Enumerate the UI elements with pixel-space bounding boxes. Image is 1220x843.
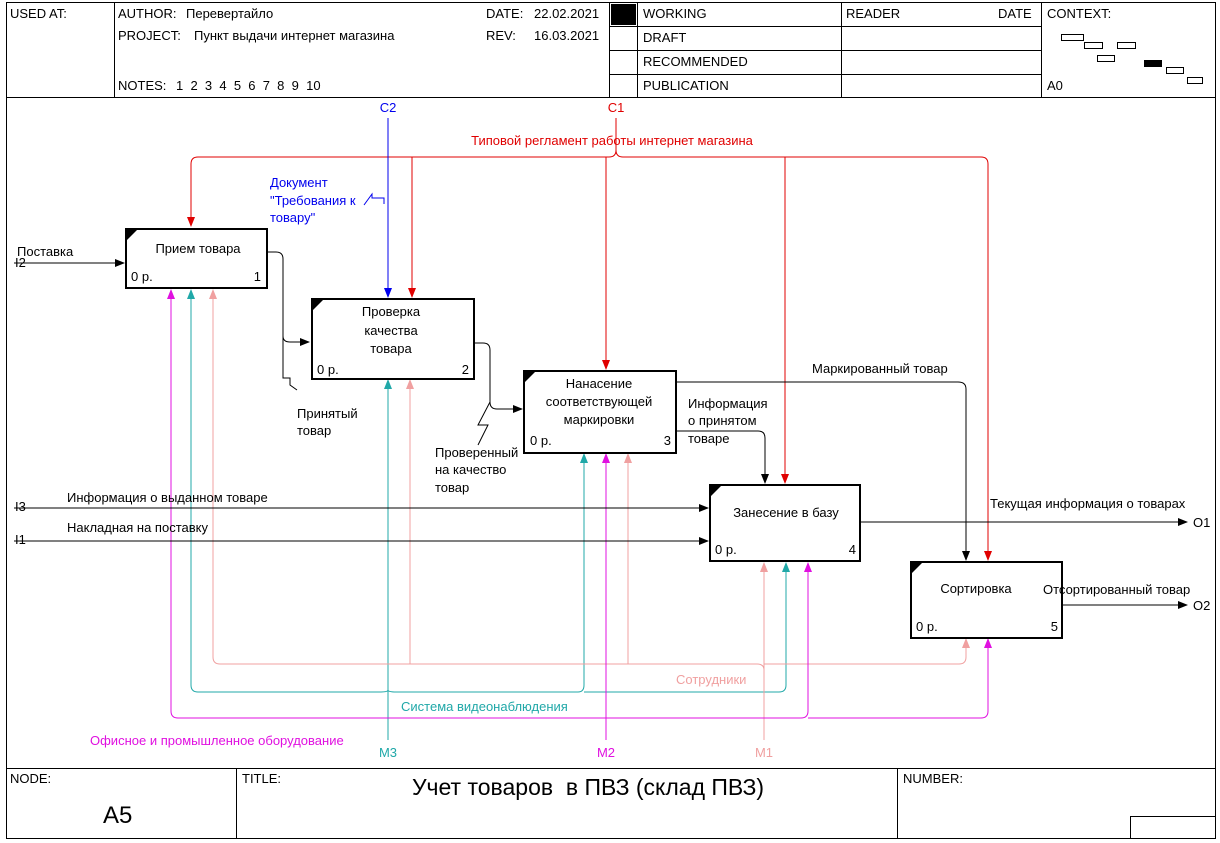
reader-date-label: DATE: [998, 6, 1032, 21]
box-3-label-line-3: маркировки: [564, 412, 635, 427]
header: [6, 3, 1215, 98]
activity-box-4[interactable]: Занесение в базу 0 р. 4: [709, 484, 861, 562]
title-label: TITLE:: [242, 771, 281, 786]
activity-box-1[interactable]: Прием товара 0 р. 1: [125, 228, 268, 289]
author-value: Перевертайло: [186, 6, 273, 21]
box-3-number: 3: [664, 433, 671, 448]
box-2-number: 2: [462, 362, 469, 377]
rev-label: REV:: [486, 28, 516, 43]
status-publication: PUBLICATION: [643, 78, 729, 93]
box-3-cost: 0 р.: [530, 433, 552, 448]
box-4-cost: 0 р.: [715, 542, 737, 557]
project-value: Пункт выдачи интернет магазина: [194, 28, 395, 43]
o2-code: O2: [1193, 598, 1210, 613]
i3-code: I3: [15, 499, 26, 514]
context-node: A0: [1047, 78, 1063, 93]
project-label: PROJECT:: [118, 28, 181, 43]
activity-box-2[interactable]: Проверка качества товара 0 р. 2: [311, 298, 475, 380]
m2-code: M2: [597, 745, 615, 760]
accepted-label-line-2: товар: [297, 423, 331, 438]
info-issued-label: Информация о выданном товаре: [67, 490, 268, 505]
context-thumbnail: [1061, 34, 1203, 84]
sorted-label: Отсортированный товар: [1043, 582, 1190, 597]
checked-label-line-2: на качество: [435, 462, 506, 477]
reader-label: READER: [846, 6, 900, 21]
context-label: CONTEXT:: [1047, 6, 1111, 21]
diagram-title: Учет товаров в ПВЗ (склад ПВЗ): [412, 774, 764, 800]
checked-label-line-3: товар: [435, 480, 469, 495]
box-5-cost: 0 р.: [916, 619, 938, 634]
video-label: Система видеонаблюдения: [401, 699, 568, 714]
accepted-label-line-1: Принятый: [297, 406, 358, 421]
mechanism-arrows-m1: [209, 289, 970, 740]
control-arrow-c2: [363, 118, 392, 298]
doc-label-line-3: товару": [270, 210, 316, 225]
c2-code: C2: [380, 100, 397, 115]
date-label: DATE:: [486, 6, 523, 21]
box-5-number: 5: [1051, 619, 1058, 634]
box-5-label: Сортировка: [940, 581, 1012, 596]
number-label: NUMBER:: [903, 771, 963, 786]
marked-goods-label: Маркированный товар: [812, 361, 948, 376]
activity-box-3[interactable]: Нанасение соответствующей маркировки 0 р…: [523, 370, 677, 454]
used-at-label: USED AT:: [10, 6, 67, 21]
activity-box-5[interactable]: Сортировка 0 р. 5: [910, 561, 1063, 639]
info-accepted-label-line-3: товаре: [688, 431, 730, 446]
current-info-label: Текущая информация о товарах: [990, 496, 1186, 511]
notes-value: 1 2 3 4 5 6 7 8 9 10: [176, 78, 321, 93]
doc-label-line-1: Документ: [270, 175, 328, 190]
mechanism-arrows-m2: [167, 289, 992, 740]
footer: [6, 768, 1216, 839]
date-value: 22.02.2021: [534, 6, 599, 21]
o1-code: O1: [1193, 515, 1210, 530]
page-frame: [6, 2, 1216, 839]
m3-code: M3: [379, 745, 397, 760]
box-2-label-line-1: Проверка: [362, 304, 421, 319]
i2-code: I2: [15, 255, 26, 270]
rev-value: 16.03.2021: [534, 28, 599, 43]
invoice-label: Накладная на поставку: [67, 520, 208, 535]
postavka-label: Поставка: [17, 244, 74, 259]
control-arrows-c1: [187, 118, 992, 561]
status-working: WORKING: [643, 6, 707, 21]
doc-label-line-2: "Требования к: [270, 193, 356, 208]
checked-label-line-1: Проверенный: [435, 445, 518, 460]
working-marker: [611, 4, 636, 25]
notes-label: NOTES:: [118, 78, 166, 93]
staff-label: Сотрудники: [676, 672, 746, 687]
box-2-cost: 0 р.: [317, 362, 339, 377]
status-recommended: RECOMMENDED: [643, 54, 748, 69]
c1-code: C1: [608, 100, 625, 115]
box-3-label-line-1: Нанасение: [566, 376, 632, 391]
box-4-number: 4: [849, 542, 856, 557]
m1-code: M1: [755, 745, 773, 760]
flow-arrows: [14, 251, 1188, 609]
info-accepted-label-line-1: Информация: [688, 396, 768, 411]
info-accepted-label-line-2: о принятом: [688, 413, 757, 428]
control-regulation-label: Типовой регламент работы интернет магази…: [471, 133, 754, 148]
mechanism-arrows-m3: [187, 289, 790, 740]
equipment-label: Офисное и промышленное оборудование: [90, 733, 344, 748]
box-1-label: Прием товара: [155, 241, 241, 256]
box-2-label-line-3: товара: [370, 341, 412, 356]
author-label: AUTHOR:: [118, 6, 177, 21]
i1-code: I1: [15, 532, 26, 547]
box-1-number: 1: [254, 269, 261, 284]
node-value: A5: [103, 802, 132, 829]
box-2-label-line-2: качества: [364, 323, 418, 338]
box-1-cost: 0 р.: [131, 269, 153, 284]
box-4-label: Занесение в базу: [733, 505, 839, 520]
status-draft: DRAFT: [643, 30, 686, 45]
node-label: NODE:: [10, 771, 51, 786]
box-3-label-line-2: соответствующей: [546, 394, 653, 409]
